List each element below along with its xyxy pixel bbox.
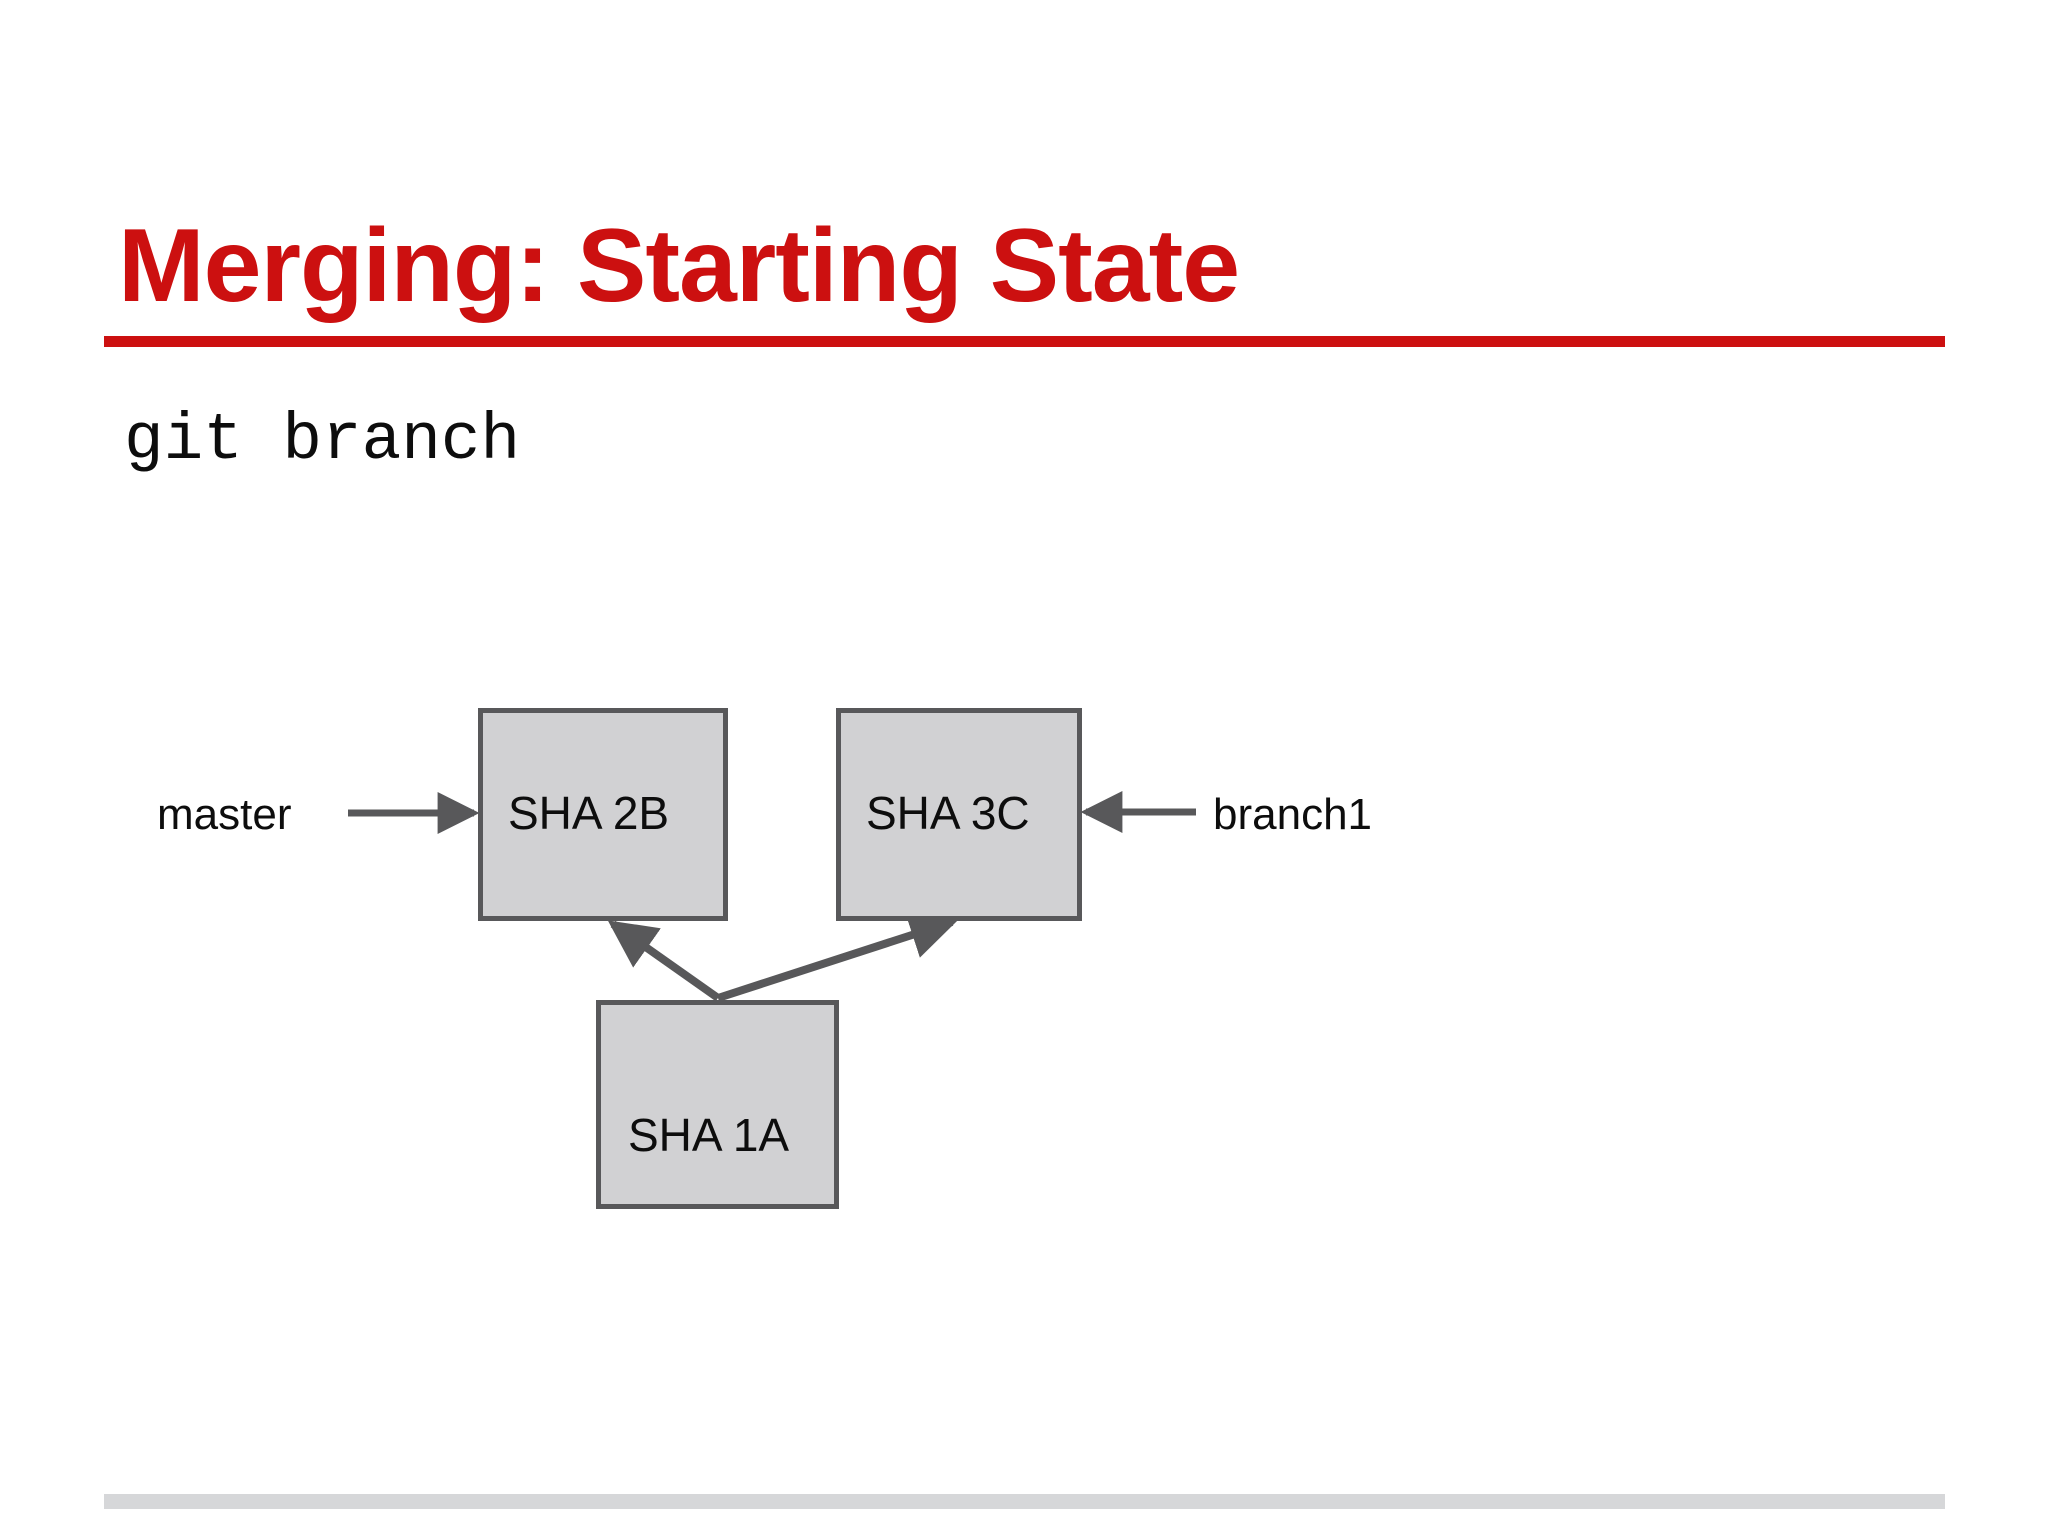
commit-node-sha3c[interactable] xyxy=(836,708,1082,921)
command-text: git branch xyxy=(124,403,521,478)
arrow-sha1a-to-sha2b xyxy=(607,920,721,1002)
branch-ref-branch1: branch1 xyxy=(1213,790,1373,839)
commit-node-sha1a[interactable] xyxy=(596,1000,839,1209)
commit-node-label: SHA 1A xyxy=(628,1109,790,1161)
title-divider xyxy=(104,336,1945,347)
page-title: Merging: Starting State xyxy=(118,207,1240,324)
arrow-sha1a-to-sha3c xyxy=(716,912,959,1002)
commit-node-label: SHA 3C xyxy=(866,787,1030,839)
commit-node-label: SHA 2B xyxy=(508,787,670,839)
branch-ref-master: master xyxy=(157,790,292,839)
footer-bar xyxy=(104,1494,1945,1509)
commit-node-sha2b[interactable] xyxy=(478,708,728,921)
